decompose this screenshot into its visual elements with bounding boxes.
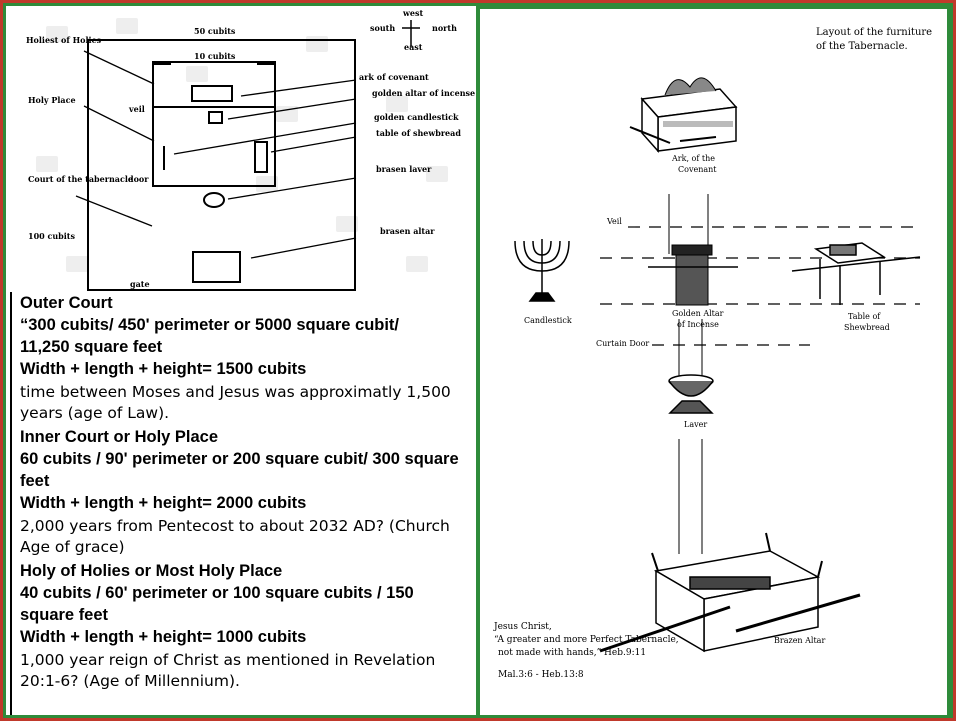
holiest-line-2: Width + length + height= 1000 cubits	[20, 628, 307, 646]
shewbread-symbol	[254, 141, 268, 173]
ark-symbol	[191, 85, 233, 102]
candlestick-label: golden candlestick	[374, 112, 459, 122]
center-guides	[668, 194, 709, 554]
outer-court-note: time between Moses and Jesus was approxi…	[20, 383, 451, 422]
curtain-door-label: Curtain Door	[596, 339, 649, 348]
laver-symbol	[203, 192, 225, 208]
jesus-christ-label: Jesus Christ,	[493, 622, 552, 632]
corner-post-left	[153, 61, 171, 65]
veil-label: Veil	[606, 217, 622, 226]
brasen-altar-symbol	[192, 251, 241, 283]
brazen-altar-drawing: Brazen Altar	[599, 532, 861, 653]
veil-label: veil	[128, 104, 145, 114]
gate-label: gate	[130, 279, 150, 289]
golden-altar-drawing: Golden Altar of Incense	[648, 244, 738, 329]
door-label: door	[128, 174, 149, 184]
altar-label-2: of Incense	[677, 320, 719, 329]
brazen-altar-label: Brazen Altar	[774, 636, 825, 645]
court-outline	[87, 39, 356, 291]
ark-label-1: Ark, of the	[671, 154, 715, 163]
shewbread-label: table of shewbread	[376, 128, 461, 138]
scripture-reference: Mal.3:6 - Heb.13:8	[498, 670, 584, 680]
corner-post-right	[257, 61, 275, 65]
inner-court-section: Inner Court or Holy Place 60 cubits / 90…	[20, 426, 470, 558]
holiest-label: Holiest of Holies	[26, 35, 102, 45]
candlestick-label: Candlestick	[524, 316, 572, 325]
center-divider	[477, 6, 480, 715]
quote-line-1: “A greater and more Perfect Tabernacle,	[494, 634, 679, 645]
compass-north: north	[432, 23, 457, 33]
dim-50-cubits: 50 cubits	[194, 26, 236, 36]
compass-west: west	[402, 8, 423, 18]
layout-title-2: of the Tabernacle.	[816, 41, 908, 52]
holiest-note: 1,000 year reign of Christ as mentioned …	[20, 651, 436, 690]
dim-10-cubits: 10 cubits	[194, 51, 236, 61]
inner-court-note: 2,000 years from Pentecost to about 2032…	[20, 517, 450, 556]
tabernacle-plan-diagram: west south north east Holiest of Holies …	[26, 8, 475, 291]
right-panel: Layout of the furniture of the Tabernacl…	[480, 9, 947, 715]
ark-label: ark of covenant	[359, 72, 429, 82]
left-panel: west south north east Holiest of Holies …	[6, 6, 476, 715]
court-label: Court of the tabernacle	[28, 174, 133, 184]
brasen-altar-label: brasen altar	[380, 226, 435, 236]
outer-court-line-2: 11,250 square feet	[20, 338, 163, 356]
leader-lines	[75, 50, 357, 259]
table-label-1: Table of	[848, 312, 881, 321]
holiest-line-1: 40 cubits / 60' perimeter or 100 square …	[20, 584, 414, 624]
inner-court-line-1: 60 cubits / 90' perimeter or 200 square …	[20, 450, 459, 490]
layout-title-1: Layout of the furniture	[816, 27, 932, 38]
compass-south: south	[370, 23, 395, 33]
furniture-layout-diagram: Layout of the furniture of the Tabernacl…	[493, 27, 932, 680]
tabernacle-outline	[152, 61, 276, 187]
shewbread-drawing: Table of Shewbread	[791, 242, 921, 332]
watermark-pattern	[36, 18, 448, 272]
ark-label-2: Covenant	[678, 165, 717, 174]
outer-court-title: Outer Court	[20, 294, 113, 312]
outer-court-line-3: Width + length + height= 1500 cubits	[20, 360, 307, 378]
holiest-section: Holy of Holies or Most Holy Place 40 cub…	[20, 560, 470, 692]
outer-court-section: Outer Court “300 cubits/ 450' perimeter …	[20, 292, 470, 424]
laver-label: Laver	[684, 420, 707, 429]
candlestick-drawing: Candlestick	[514, 239, 572, 325]
altar-label-1: Golden Altar	[672, 309, 724, 318]
laver-label: brasen laver	[376, 164, 432, 174]
compass-east: east	[404, 42, 423, 52]
table-label-2: Shewbread	[844, 323, 890, 332]
inner-court-title: Inner Court or Holy Place	[20, 428, 219, 446]
dashed-guides	[600, 226, 920, 346]
ark-of-covenant-drawing: Ark, of the Covenant	[629, 77, 738, 174]
golden-altar-label: golden altar of incense	[372, 88, 475, 98]
dim-100-cubits: 100 cubits	[28, 231, 76, 241]
holy-place-label: Holy Place	[28, 95, 76, 105]
laver-drawing: Laver	[668, 374, 714, 429]
quote-line-2: not made with hands,” Heb.9:11	[498, 648, 646, 658]
holiest-title: Holy of Holies or Most Holy Place	[20, 562, 283, 580]
altar-symbol	[208, 111, 223, 124]
inner-court-line-2: Width + length + height= 2000 cubits	[20, 494, 307, 512]
description-text: Outer Court “300 cubits/ 450' perimeter …	[10, 292, 470, 715]
outer-court-line-1: “300 cubits/ 450' perimeter or 5000 squa…	[20, 316, 400, 334]
